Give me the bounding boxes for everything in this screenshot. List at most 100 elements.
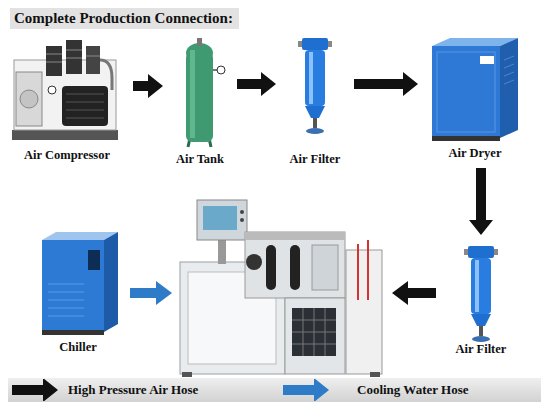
- tank-picture: [197, 38, 202, 46]
- machine-picture: [367, 240, 369, 300]
- filter-picture: [309, 52, 313, 104]
- machine-picture: [290, 245, 300, 290]
- tank-picture: [217, 66, 225, 74]
- filter-picture: [305, 50, 325, 106]
- legend-arrow: [12, 379, 58, 401]
- machine-picture: [266, 245, 276, 290]
- legend-item: High Pressure Air Hose: [12, 379, 198, 401]
- dryer-picture: [504, 72, 514, 76]
- dryer-picture: [504, 64, 514, 68]
- filter-picture: [494, 249, 498, 255]
- machine-picture: [182, 372, 192, 377]
- machine-picture: [246, 254, 262, 270]
- filter-picture: [468, 246, 494, 258]
- chiller-picture: [48, 284, 84, 285]
- air-hose-arrow: [469, 168, 493, 235]
- chiller-picture: [42, 232, 118, 335]
- machine-picture: [346, 250, 382, 374]
- compressor-picture: [20, 90, 38, 108]
- machine-picture: [285, 298, 345, 374]
- machine-picture: [197, 200, 247, 240]
- filter-picture: [306, 128, 324, 134]
- filter-picture: [313, 118, 317, 128]
- filter-picture: [298, 41, 302, 47]
- compressor-picture: [86, 46, 100, 74]
- chiller-picture: [42, 240, 104, 332]
- machine-picture: [292, 332, 336, 333]
- equipment-node: Air Filter: [283, 34, 347, 167]
- legend-band: [8, 378, 541, 402]
- air-hose-arrow: [133, 74, 163, 98]
- dryer-picture: [432, 46, 500, 138]
- machine-picture: [312, 245, 338, 290]
- filter-picture: [471, 258, 491, 314]
- equipment-node: Air Dryer: [425, 34, 525, 161]
- compressor-picture: [46, 54, 62, 55]
- dryer-picture: [432, 38, 518, 141]
- filter-picture: [464, 249, 468, 255]
- dryer-picture: [504, 80, 514, 84]
- legend-arrow: [283, 379, 329, 401]
- diagram-title: Complete Production Connection:: [10, 8, 239, 29]
- filter-picture: [298, 38, 332, 134]
- machine-picture: [240, 210, 244, 214]
- equipment-label: Air Filter: [448, 342, 514, 357]
- air-hose-arrow: [354, 72, 418, 96]
- tank-picture: [190, 50, 195, 138]
- legend-text: High Pressure Air Hose: [68, 382, 198, 398]
- filter-picture: [479, 326, 483, 336]
- filter-picture: [305, 106, 325, 118]
- tank-picture: [186, 38, 225, 147]
- machine-picture: [203, 206, 237, 230]
- chiller-picture: [48, 292, 84, 293]
- compressor-picture: [62, 86, 108, 126]
- legend-band: [8, 378, 541, 402]
- legend-item: Cooling Water Hose: [283, 379, 468, 401]
- chiller-picture: [48, 316, 84, 317]
- air-hose-arrow: [392, 281, 436, 305]
- equipment-node: Air Compressor: [8, 36, 126, 163]
- equipment-label: Air Tank: [170, 152, 230, 167]
- equipment-node: Chiller: [33, 228, 123, 355]
- compressor-picture: [100, 60, 112, 90]
- filter-picture: [328, 41, 332, 47]
- compressor-picture: [86, 56, 100, 57]
- compressor-picture: [12, 40, 118, 140]
- legend-arrow: [283, 379, 329, 401]
- water-hose-arrow: [130, 281, 172, 305]
- machine-picture: [180, 200, 382, 377]
- machine-picture: [370, 372, 380, 377]
- legend-text: Cooling Water Hose: [357, 382, 468, 398]
- filter-picture: [464, 246, 498, 342]
- compressor-picture: [66, 102, 104, 103]
- machine-picture: [292, 308, 336, 356]
- machine-picture: [218, 238, 226, 264]
- equipment-node: Air Filter: [448, 242, 514, 357]
- dryer-picture: [432, 136, 500, 141]
- chiller-picture: [42, 330, 104, 335]
- air-hose-arrow: [237, 72, 276, 96]
- dryer-picture: [437, 52, 495, 132]
- dryer-picture: [480, 56, 494, 64]
- compressor-picture: [66, 58, 82, 59]
- equipment-node: Air Tank: [170, 34, 230, 167]
- compressor-picture: [66, 40, 82, 74]
- machine-picture: [292, 320, 336, 321]
- chiller-picture: [88, 250, 100, 270]
- compressor-picture: [46, 46, 62, 76]
- air-hose-arrow: [392, 281, 436, 305]
- compressor-picture: [66, 118, 104, 119]
- dryer-picture: [504, 56, 514, 60]
- compressor-picture: [66, 94, 104, 95]
- compressor-picture: [14, 60, 116, 130]
- machine-picture: [245, 232, 345, 240]
- machine-picture: [245, 232, 345, 298]
- compressor-picture: [48, 86, 56, 94]
- chiller-picture: [48, 300, 84, 301]
- equipment-label: Chiller: [33, 340, 123, 355]
- filter-picture: [471, 314, 491, 326]
- compressor-picture: [46, 62, 62, 63]
- chiller-picture: [48, 308, 84, 309]
- equipment-label: Air Filter: [283, 152, 347, 167]
